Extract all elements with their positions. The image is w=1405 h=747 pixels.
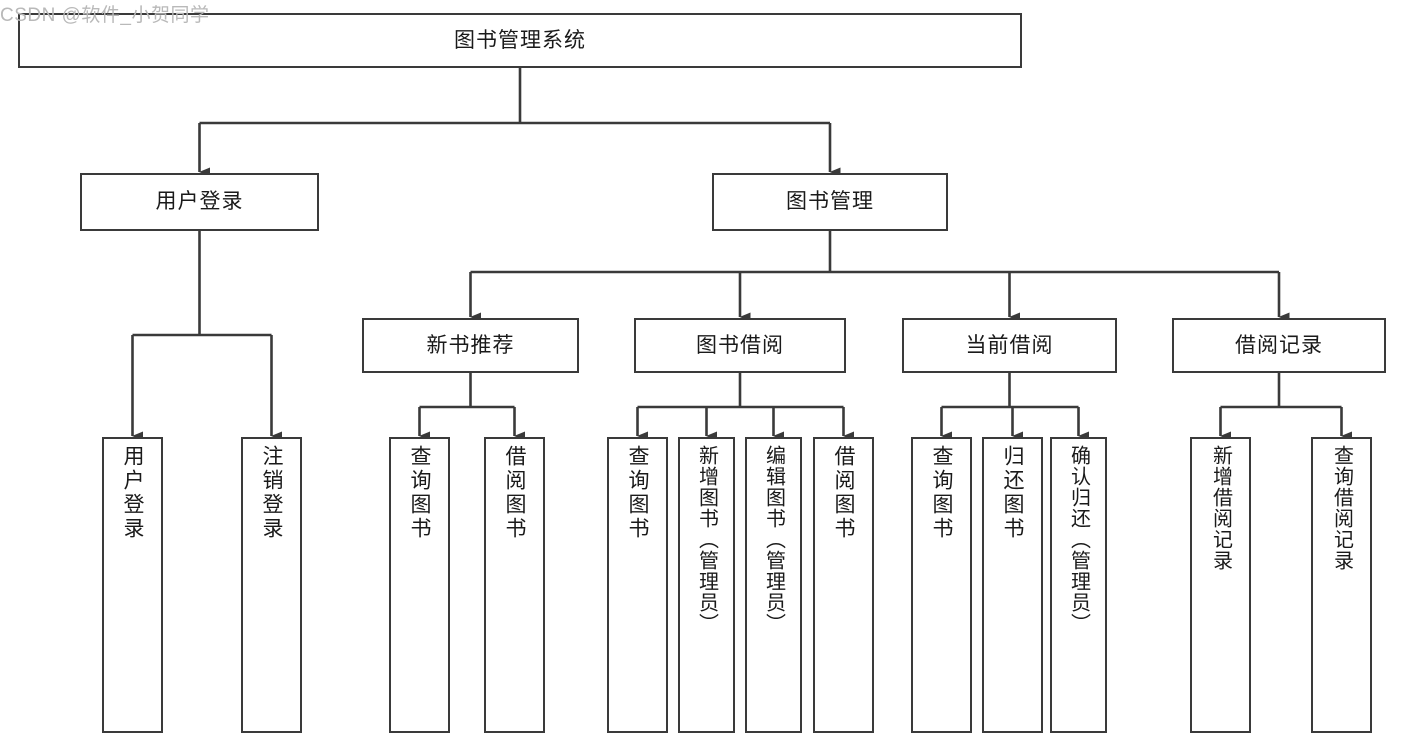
node-leaf5[interactable]: 查询图书 [607,437,668,733]
node-label: 新书推荐 [426,333,515,357]
node-record[interactable]: 借阅记录 [1172,318,1386,373]
node-login[interactable]: 用户登录 [80,173,319,231]
node-leaf3[interactable]: 查询图书 [389,437,450,733]
node-label: 图书借阅 [696,333,784,357]
node-label: 确认归还（管理员） [1067,445,1090,634]
node-leaf6[interactable]: 新增图书（管理员） [678,437,735,733]
node-leaf10[interactable]: 归还图书 [982,437,1043,733]
node-label: 图书管理系统 [454,28,586,52]
node-current[interactable]: 当前借阅 [902,318,1117,373]
node-label: 借阅图书 [503,445,526,541]
watermark: CSDN @软件_小贺同学 [0,5,210,26]
node-label: 编辑图书（管理员） [762,445,785,634]
node-newbook[interactable]: 新书推荐 [362,318,579,373]
node-leaf11[interactable]: 确认归还（管理员） [1050,437,1107,733]
node-label: 查询图书 [626,445,649,541]
node-leaf13[interactable]: 查询借阅记录 [1311,437,1372,733]
node-bookmgmt[interactable]: 图书管理 [712,173,948,231]
node-leaf8[interactable]: 借阅图书 [813,437,874,733]
node-label: 注销登录 [260,445,283,541]
node-leaf2[interactable]: 注销登录 [241,437,302,733]
node-label: 归还图书 [1001,445,1024,541]
node-label: 借阅记录 [1235,333,1323,357]
node-label: 新增图书（管理员） [695,445,718,634]
node-label: 查询借阅记录 [1330,445,1353,571]
node-borrow[interactable]: 图书借阅 [634,318,846,373]
node-label: 用户登录 [155,190,244,214]
node-label: 当前借阅 [965,333,1054,357]
node-leaf12[interactable]: 新增借阅记录 [1190,437,1251,733]
node-leaf4[interactable]: 借阅图书 [484,437,545,733]
node-root[interactable]: 图书管理系统 [18,13,1022,68]
node-label: 用户登录 [121,445,144,541]
node-leaf9[interactable]: 查询图书 [911,437,972,733]
node-leaf7[interactable]: 编辑图书（管理员） [745,437,802,733]
node-label: 新增借阅记录 [1209,445,1232,571]
node-leaf1[interactable]: 用户登录 [102,437,163,733]
node-label: 查询图书 [408,445,431,541]
node-label: 查询图书 [930,445,953,541]
node-label: 图书管理 [786,190,874,214]
node-label: 借阅图书 [832,445,855,541]
